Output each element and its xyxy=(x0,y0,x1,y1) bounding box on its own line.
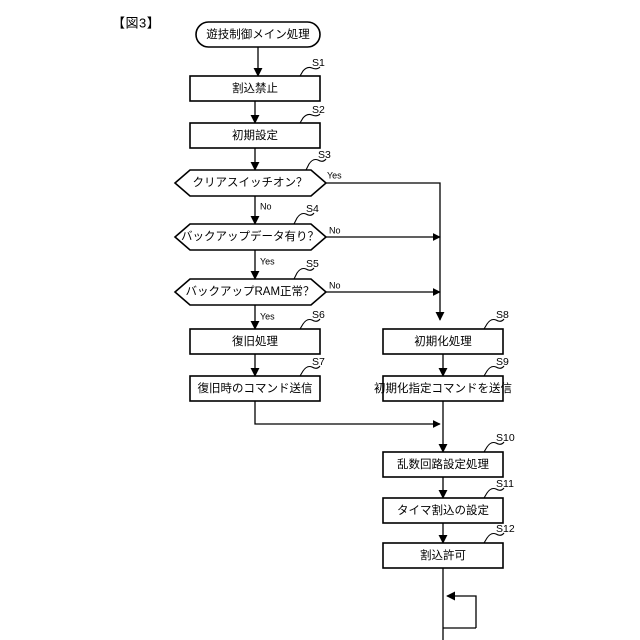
leader-s12 xyxy=(483,532,505,544)
step-label-s1: S1 xyxy=(312,57,325,69)
node-s2-label: 初期設定 xyxy=(232,128,278,142)
node-s5-label: バックアップRAM正常？ xyxy=(185,285,314,298)
leader-s11 xyxy=(483,487,505,499)
node-s8 xyxy=(382,328,504,355)
step-label-s6: S6 xyxy=(312,309,325,321)
edge-loop-return xyxy=(446,591,477,628)
step-label-s8: S8 xyxy=(496,309,509,321)
leader-s2 xyxy=(299,113,321,124)
step-label-s9: S9 xyxy=(496,356,509,368)
leader-s6 xyxy=(299,318,321,330)
step-label-s5: S5 xyxy=(306,258,319,270)
node-s9-label: 初期化指定コマンドを送信 xyxy=(374,381,512,395)
node-s7-label: 復旧時のコマンド送信 xyxy=(198,381,313,395)
edge-s3-yes xyxy=(326,182,445,321)
leader-s9 xyxy=(483,365,505,377)
step-label-s7: S7 xyxy=(312,356,325,368)
step-label-s4: S4 xyxy=(306,203,319,215)
leader-s4 xyxy=(293,212,315,225)
branch-label-s4-yes: Yes xyxy=(260,256,275,266)
start-node-label: 遊技制御メイン処理 xyxy=(206,27,310,41)
node-s4 xyxy=(173,223,328,251)
leader-s3 xyxy=(305,158,327,171)
node-s7 xyxy=(189,375,321,402)
leader-s5 xyxy=(293,267,315,280)
node-s6-label: 復旧処理 xyxy=(232,334,278,348)
figure-title: 【図3】 xyxy=(112,15,160,30)
step-label-s10: S10 xyxy=(496,432,515,444)
branch-label-s3-yes: Yes xyxy=(327,170,342,180)
node-s5 xyxy=(173,278,328,306)
step-label-s2: S2 xyxy=(312,104,325,116)
step-label-s11: S11 xyxy=(496,478,514,490)
branch-label-s5-no: No xyxy=(329,280,341,290)
node-s8-label: 初期化処理 xyxy=(414,334,472,348)
step-label-s12: S12 xyxy=(496,523,515,535)
branch-label-s3-no: No xyxy=(260,201,272,211)
branch-label-s4-no: No xyxy=(329,225,341,235)
node-s3 xyxy=(173,169,328,197)
node-s3-label: クリアスイッチオン？ xyxy=(193,176,308,189)
node-s1 xyxy=(189,75,321,102)
node-s11 xyxy=(382,497,504,524)
leader-s8 xyxy=(483,318,505,330)
leader-s10 xyxy=(483,441,505,453)
node-s12-label: 割込許可 xyxy=(420,548,466,562)
branch-label-s5-yes: Yes xyxy=(260,311,275,321)
leader-s7 xyxy=(299,365,321,377)
node-s11-label: タイマ割込の設定 xyxy=(397,503,489,517)
step-label-s3: S3 xyxy=(318,149,331,161)
node-s2 xyxy=(189,122,321,149)
node-s4-label: バックアップデータ有り？ xyxy=(181,229,319,243)
leader-s1 xyxy=(299,66,321,77)
node-s12 xyxy=(382,542,504,569)
node-s6 xyxy=(189,328,321,355)
node-s9 xyxy=(382,375,504,402)
node-s1-label: 割込禁止 xyxy=(232,81,278,95)
edge-s7-s10 xyxy=(254,401,441,428)
node-s10-label: 乱数回路設定処理 xyxy=(397,457,489,471)
